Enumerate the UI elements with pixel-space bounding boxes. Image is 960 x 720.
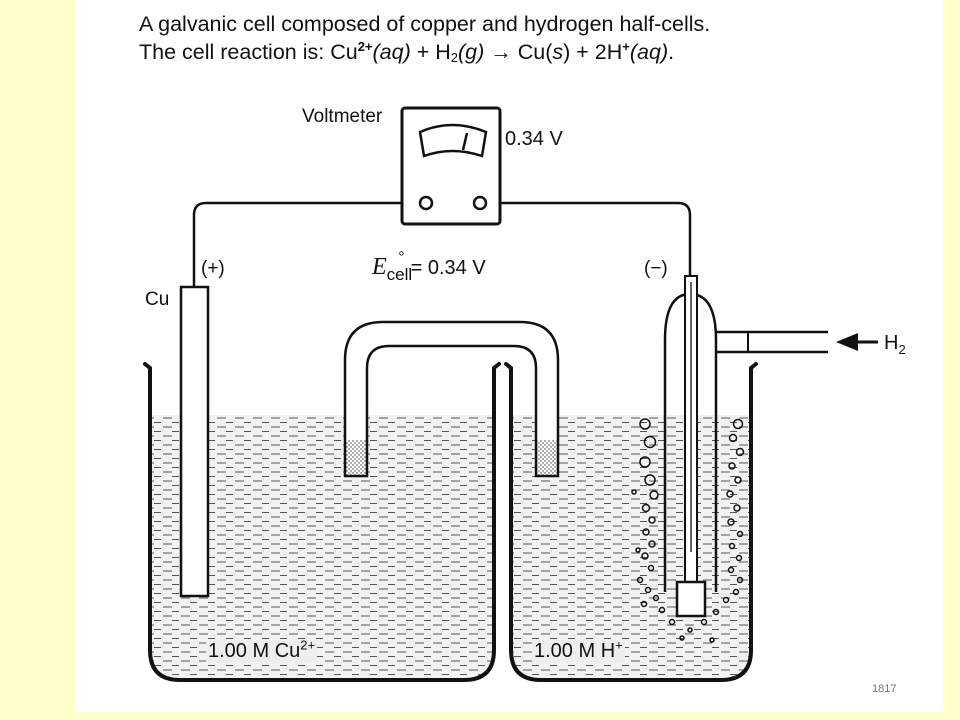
cell-potential-label: Ecell°= 0.34 V [372,249,486,284]
left-wire [192,201,418,287]
positive-terminal-label: (+) [201,258,225,279]
salt-bridge [343,320,560,478]
right-wire [488,201,692,278]
hydrogen-bubbles [631,418,745,643]
slide-number: 1817 [872,683,897,695]
voltmeter-terminal-left [418,195,434,211]
h2-inlet-arrow [836,333,878,351]
voltmeter-label: Voltmeter [302,106,383,127]
hydrogen-electrode [663,275,828,618]
voltmeter [400,106,502,226]
left-beaker [143,362,501,682]
voltmeter-reading: 0.34 V [505,128,563,150]
copper-electrode [179,285,210,598]
h-solution-label: 1.00 M H+ [532,637,625,663]
figure-caption: A galvanic cell composed of copper and h… [139,10,929,66]
h2-gas-label: H2 [884,332,906,357]
cu-electrode-label: Cu [145,289,170,310]
right-beaker [504,362,758,682]
caption-line-1: A galvanic cell composed of copper and h… [139,12,711,36]
caption-line-2: The cell reaction is: Cu2+(aq) + H2(g) →… [139,39,675,65]
negative-terminal-label: (−) [644,258,668,279]
voltmeter-terminal-right [472,195,488,211]
cu-solution-label: 1.00 M Cu2+ [206,637,318,663]
platinum-foil [675,580,707,618]
